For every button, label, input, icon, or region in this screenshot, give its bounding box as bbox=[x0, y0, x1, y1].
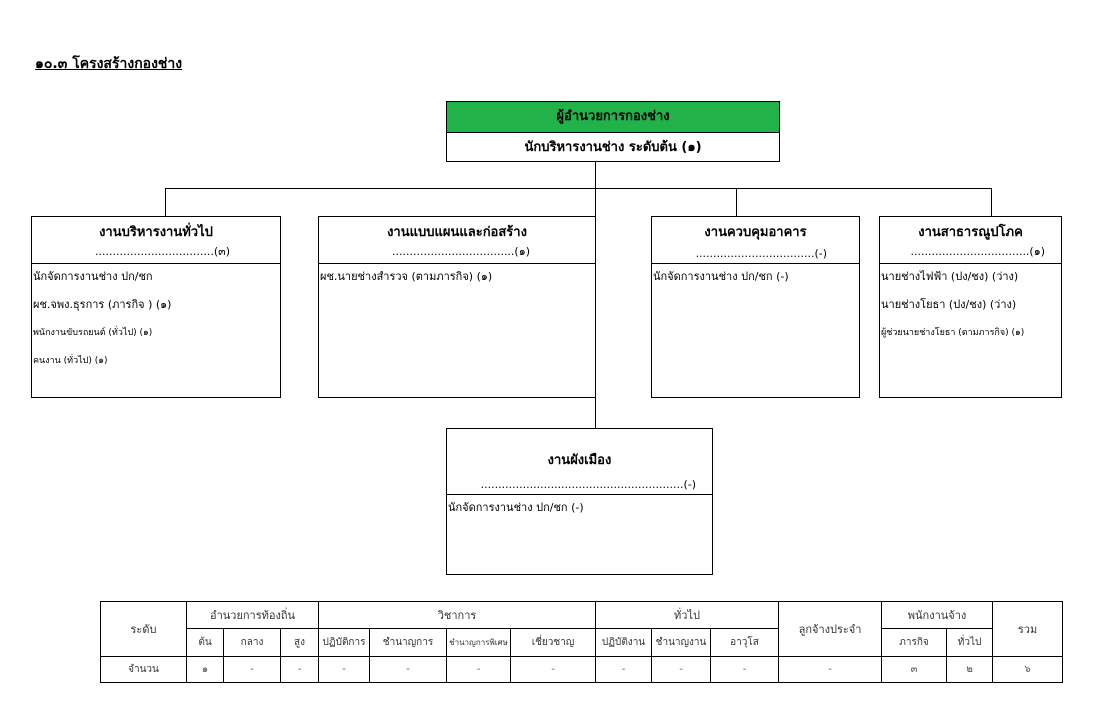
list-item: นายช่างไฟฟ้า (ปง/ชง) (ว่าง) bbox=[881, 270, 1019, 283]
count-value: ๖ bbox=[992, 656, 1064, 683]
sub-practitioner: ปฏิบัติการ bbox=[318, 628, 371, 657]
count-value: - bbox=[369, 656, 448, 683]
count-value: - bbox=[595, 656, 653, 683]
sub-skilled: ชำนาญงาน bbox=[651, 628, 712, 657]
group-permanent: ลูกจ้างประจำ bbox=[778, 601, 883, 657]
division-town-planning: งานผังเมือง ............................… bbox=[446, 428, 713, 575]
connector-drop-4 bbox=[991, 188, 992, 216]
sub-high: สูง bbox=[279, 628, 320, 657]
director-title: ผู้อำนวยการกองช่าง bbox=[447, 102, 779, 133]
sub-expert: เชี่ยวชาญ bbox=[510, 628, 597, 657]
list-item: นายช่างโยธา (ปง/ชง) (ว่าง) bbox=[881, 298, 1017, 311]
count-value: ๓ bbox=[881, 656, 948, 683]
division-building-control: งานควบคุมอาคาร .........................… bbox=[651, 216, 860, 398]
director-subtitle: นักบริหารงานช่าง ระดับต้น (๑) bbox=[524, 140, 702, 155]
sub-low: ต้น bbox=[186, 628, 224, 657]
division-count: ........................................… bbox=[480, 478, 696, 491]
list-item: พนักงานขับรถยนต์ (ทั่วไป) (๑) bbox=[33, 328, 153, 338]
count-value: ๒ bbox=[946, 656, 994, 683]
list-item: คนงาน (ทั่วไป) (๑) bbox=[33, 356, 108, 366]
count-value: - bbox=[446, 656, 512, 683]
group-local-admin: อำนวยการท้องถิ่น bbox=[185, 601, 320, 629]
group-general: ทั่วไป bbox=[595, 601, 780, 629]
list-item: นักจัดการงานช่าง ปก/ชก (-) bbox=[653, 270, 789, 283]
division-design-construction: งานแบบแผนและก่อสร้าง ...................… bbox=[318, 216, 596, 398]
count-value: - bbox=[710, 656, 780, 683]
director-box: ผู้อำนวยการกองช่าง นักบริหารงานช่าง ระดั… bbox=[446, 101, 780, 162]
division-count: ..................................(๑) bbox=[910, 245, 1045, 258]
division-general-admin: งานบริหารงานทั่วไป .....................… bbox=[31, 216, 281, 398]
division-title: งานสาธารณูปโภค bbox=[918, 225, 1023, 240]
list-item: ผช.จพง.ธุรการ (ภารกิจ ) (๑) bbox=[33, 298, 172, 311]
sub-operator: ปฏิบัติงาน bbox=[595, 628, 653, 657]
group-academic: วิชาการ bbox=[318, 601, 597, 629]
division-title: งานแบบแผนและก่อสร้าง bbox=[387, 225, 527, 240]
group-total: รวม bbox=[992, 601, 1064, 657]
division-count: ...................................(๑) bbox=[392, 245, 530, 258]
division-title: งานควบคุมอาคาร bbox=[704, 225, 807, 240]
list-item: ผช.นายช่างสำรวจ (ตามภารกิจ) (๑) bbox=[320, 270, 493, 283]
count-value: - bbox=[223, 656, 281, 683]
sub-senior: อาวุโส bbox=[710, 628, 780, 657]
list-item: ผู้ช่วยนายช่างโยธา (ตามภารกิจ) (๑) bbox=[881, 328, 1025, 338]
division-public-utilities: งานสาธารณูปโภค .........................… bbox=[879, 216, 1062, 398]
sub-senior-professional: ชำนาญการพิเศษ bbox=[446, 628, 512, 657]
group-employee: พนักงานจ้าง bbox=[881, 601, 994, 629]
count-value: - bbox=[279, 656, 320, 683]
division-count: ..................................(-) bbox=[695, 247, 827, 260]
sub-general-employee: ทั่วไป bbox=[946, 628, 994, 657]
division-title: งานบริหารงานทั่วไป bbox=[99, 225, 213, 240]
count-value: - bbox=[651, 656, 712, 683]
level-label: ระดับ bbox=[100, 601, 187, 657]
sub-mid: กลาง bbox=[223, 628, 281, 657]
division-count: ..................................(๓) bbox=[95, 245, 230, 258]
list-item: นักจัดการงานช่าง ปก/ชก (-) bbox=[448, 501, 584, 514]
connector-horizontal bbox=[165, 188, 992, 189]
section-heading: ๑๐.๓ โครงสร้างกองช่าง bbox=[35, 56, 183, 72]
count-value: - bbox=[778, 656, 883, 683]
sub-mission: ภารกิจ bbox=[881, 628, 948, 657]
connector-drop-3 bbox=[736, 188, 737, 216]
count-label: จำนวน bbox=[100, 656, 187, 683]
list-item: นักจัดการงานช่าง ปก/ชก bbox=[33, 270, 153, 283]
summary-table: ระดับ อำนวยการท้องถิ่น วิชาการ ทั่วไป ลู… bbox=[100, 601, 1064, 683]
sub-professional: ชำนาญการ bbox=[369, 628, 448, 657]
count-value: - bbox=[318, 656, 371, 683]
connector-top-vertical bbox=[595, 161, 596, 189]
connector-drop-1 bbox=[165, 188, 166, 216]
division-title: งานผังเมือง bbox=[547, 453, 612, 468]
count-value: - bbox=[510, 656, 597, 683]
count-value: ๑ bbox=[186, 656, 224, 683]
